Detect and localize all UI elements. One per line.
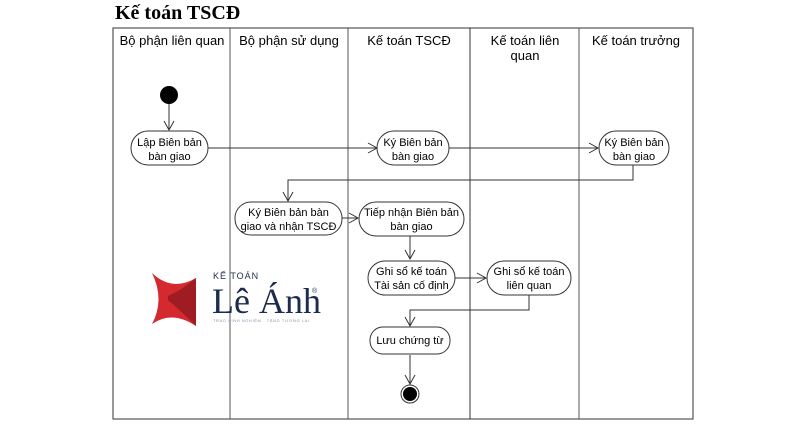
node-line: liên quan <box>507 280 552 292</box>
node-line: Ký Biên bản <box>383 137 442 149</box>
node-line: Lập Biên bản <box>137 137 202 149</box>
lane-header-ke-toan-tscd: Kế toán TSCĐ <box>367 33 451 48</box>
logo-small-text: KẾ TOÁN <box>213 271 259 281</box>
initial-node-icon <box>160 86 178 104</box>
flow-nodes: Lập Biên bản bàn giao Ký Biên bản bàn giao… <box>130 86 670 404</box>
node-line: bàn giao <box>390 221 432 233</box>
swimlanes: Bộ phận liên quan Bộ phận sử dụng Kế toá… <box>112 27 694 420</box>
node-line: Ghi sổ kế toán <box>376 266 447 278</box>
logo-brand-text: Lê Ánh <box>212 281 321 321</box>
node-line: Ký Biên bản <box>604 137 663 149</box>
node-line: Ghi sổ kế toán <box>494 266 565 278</box>
svg-text:Lưu chứng từ: Lưu chứng từ <box>376 335 444 347</box>
action-ky-nhan-tscd[interactable]: Ký Biên bản bàn giao và nhận TSCĐ <box>234 201 343 236</box>
diagram-title: Kế toán TSCĐ <box>115 2 241 24</box>
edge-ghi-so-lien-quan-to-luu <box>404 295 530 328</box>
node-line: Lưu chứng từ <box>376 335 444 347</box>
edge-ky-truong-to-ky-nhan <box>282 165 634 203</box>
action-luu-chung-tu[interactable]: Lưu chứng từ <box>369 326 451 355</box>
action-lap-bien-ban[interactable]: Lập Biên bản bàn giao <box>130 130 209 166</box>
final-node-icon <box>400 384 420 404</box>
node-line: bàn giao <box>148 151 190 163</box>
action-ghi-so-lien-quan[interactable]: Ghi sổ kế toán liên quan <box>486 260 572 296</box>
logo-registered-mark: ® <box>312 287 318 295</box>
lane-header-bo-phan-su-dung: Bộ phận sử dụng <box>239 33 339 48</box>
logo-tagline: TRAO KINH NGHIỆM - TẶNG TƯƠNG LAI <box>213 318 310 323</box>
lane-header-bo-phan-lien-quan: Bộ phận liên quan <box>120 33 225 48</box>
node-line: Ký Biên bản bàn <box>248 207 329 219</box>
action-ky-bien-ban-tscd[interactable]: Ký Biên bản bàn giao <box>376 130 450 166</box>
logo-mark-shadow <box>168 278 196 326</box>
node-line: Tài sản cố định <box>374 280 449 292</box>
flow-edges <box>163 104 634 386</box>
logo-le-anh: KẾ TOÁN Lê Ánh ® TRAO KINH NGHIỆM - TẶNG… <box>152 271 321 326</box>
node-line: Tiếp nhận Biên bản <box>364 207 459 219</box>
lanes-frame <box>112 27 694 420</box>
node-line: bàn giao <box>392 151 434 163</box>
action-tiep-nhan[interactable]: Tiếp nhận Biên bản bàn giao <box>358 201 465 237</box>
lane-header-ke-toan-truong: Kế toán trưởng <box>592 33 680 48</box>
node-line: giao và nhận TSCĐ <box>241 221 337 233</box>
action-ky-bien-ban-truong[interactable]: Ký Biên bản bàn giao <box>598 130 670 166</box>
node-line: bàn giao <box>613 151 655 163</box>
